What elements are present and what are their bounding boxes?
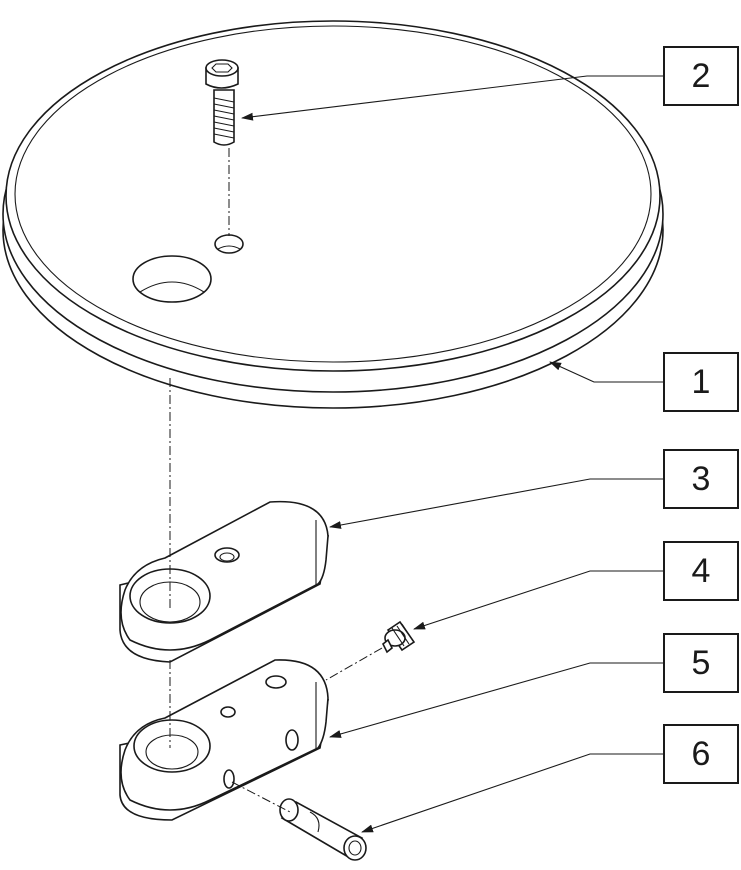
leader-6 — [361, 753, 663, 833]
leader-3 — [329, 478, 663, 529]
callout-1: 1 — [663, 352, 739, 412]
clamp-block-part-5 — [119, 659, 329, 821]
callout-1-label: 1 — [691, 362, 711, 401]
center-lines — [169, 148, 383, 813]
callout-2-label: 2 — [691, 56, 711, 95]
callout-4-label: 4 — [691, 551, 711, 590]
leader-2 — [241, 75, 663, 121]
callout-2: 2 — [663, 46, 739, 106]
callout-6: 6 — [663, 724, 739, 784]
leader-4 — [413, 570, 663, 630]
leader-5 — [329, 662, 663, 738]
clamp-block-part-3 — [119, 500, 329, 663]
round-plate-part-1 — [2, 20, 664, 409]
set-screw-part-4 — [381, 620, 416, 654]
callout-5-label: 5 — [691, 643, 711, 682]
leader-1 — [549, 361, 663, 383]
callout-4: 4 — [663, 541, 739, 601]
pin-part-6 — [279, 798, 367, 861]
socket-head-screw-part-2 — [205, 59, 239, 146]
callout-6-label: 6 — [691, 734, 711, 773]
callout-3: 3 — [663, 449, 739, 509]
callout-3-label: 3 — [691, 459, 711, 498]
leader-lines — [241, 75, 663, 833]
callout-5: 5 — [663, 633, 739, 693]
